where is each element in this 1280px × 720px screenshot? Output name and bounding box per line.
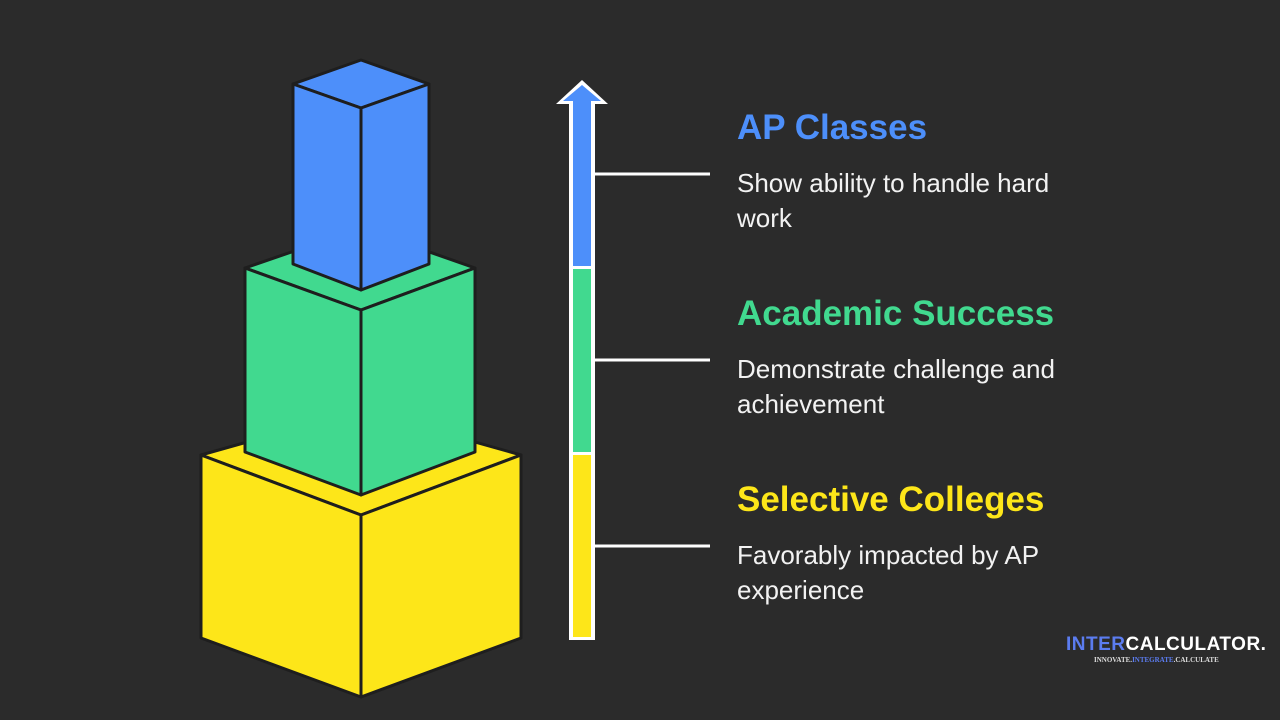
level-title: Academic Success (737, 294, 1055, 333)
logo-main-text: CALCULATOR. (1125, 634, 1267, 655)
logo-tagline-2: INTEGRATE (1132, 656, 1174, 664)
level-selective-colleges: Selective Colleges Favorably impacted by… (737, 480, 1097, 608)
logo-tagline-1: INNOVATE. (1094, 656, 1133, 664)
intercalculator-logo: INTERCALCULATOR. INNOVATE.INTEGRATE.CALC… (1066, 634, 1266, 664)
level-description: Show ability to handle hard work (737, 168, 1050, 233)
level-ap-classes: AP Classes Show ability to handle hard w… (737, 108, 1097, 236)
level-academic-success: Academic Success Demonstrate challenge a… (737, 294, 1097, 422)
level-title: Selective Colleges (737, 480, 1045, 519)
level-description: Favorably impacted by AP experience (737, 540, 1039, 605)
progress-arrow (556, 80, 608, 640)
connector-lines (594, 172, 710, 548)
level-title: AP Classes (737, 108, 928, 147)
logo-tagline-3: .CALCULATE (1173, 656, 1219, 664)
blue-block (291, 58, 431, 292)
logo-prefix: INTER (1066, 634, 1126, 655)
level-description: Demonstrate challenge and achievement (737, 354, 1055, 419)
green-block (243, 226, 477, 497)
